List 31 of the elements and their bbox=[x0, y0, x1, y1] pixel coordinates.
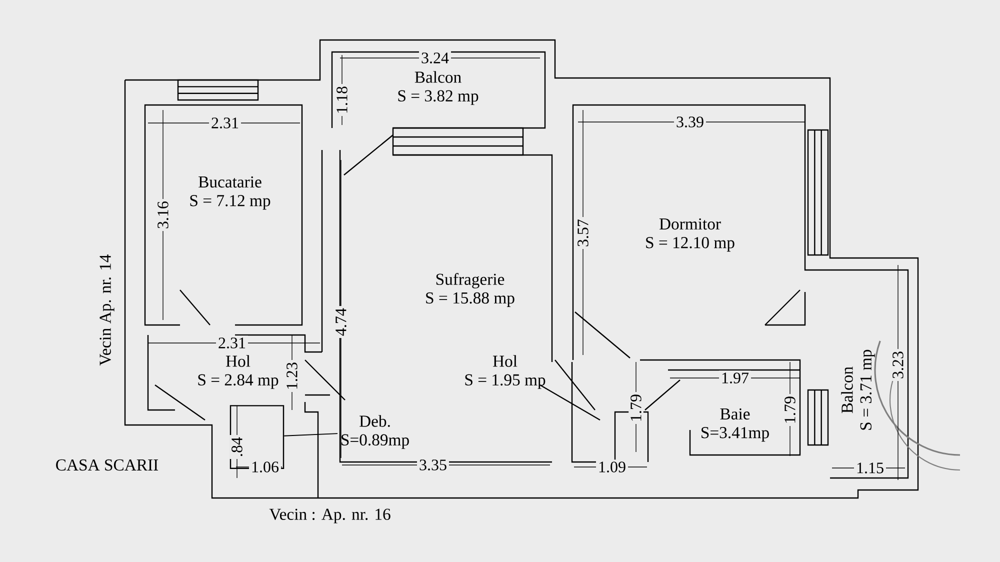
dimension-text: 2.31 bbox=[216, 336, 248, 350]
room-label: Baie S=3.41mp bbox=[702, 408, 769, 442]
dimension-text: 3.39 bbox=[674, 114, 706, 130]
dimension-text: 3.24 bbox=[419, 50, 451, 66]
dimension-text: 4.74 bbox=[334, 306, 348, 338]
room-label: Hol S = 2.84 mp bbox=[198, 355, 278, 389]
room-label: Dormitor S = 12.10 mp bbox=[646, 218, 734, 252]
dimension-text: 3.16 bbox=[156, 199, 170, 231]
dimension-text: 3.35 bbox=[417, 458, 449, 472]
dimension-text: 1.09 bbox=[596, 460, 628, 474]
room-label: Balcon S = 3.71 mp bbox=[841, 350, 875, 430]
room-label: Deb. S=0.89mp bbox=[342, 415, 409, 449]
room-label: Bucatarie S = 7.12 mp bbox=[190, 176, 270, 210]
annotation-text: CASA SCARII bbox=[56, 459, 158, 471]
dimension-text: 2.31 bbox=[209, 116, 241, 130]
dimension-text: 1.79 bbox=[628, 392, 644, 424]
dimension-text: 1.23 bbox=[284, 360, 300, 392]
leader-line bbox=[284, 433, 338, 436]
dimension-text: .84 bbox=[230, 435, 244, 459]
room-label: Balcon S = 3.82 mp bbox=[398, 71, 478, 105]
annotation-text: Vecin Ap. nr. 14 bbox=[100, 254, 114, 366]
dimension-text: 1.18 bbox=[334, 84, 350, 116]
dimension-text: 1.79 bbox=[782, 394, 798, 426]
dimension-text: 3.23 bbox=[890, 349, 906, 381]
dimension-text: 1.15 bbox=[854, 460, 886, 476]
room-label: Hol S = 1.95 mp bbox=[465, 355, 546, 389]
annotation-text: Vecin : Ap. nr. 16 bbox=[269, 508, 390, 524]
dimension-text: 1.06 bbox=[249, 460, 281, 474]
room-label: Sufragerie S = 15.88 mp bbox=[426, 273, 514, 307]
dimension-text: 1.97 bbox=[719, 370, 751, 386]
dimension-text: 3.57 bbox=[576, 217, 590, 249]
